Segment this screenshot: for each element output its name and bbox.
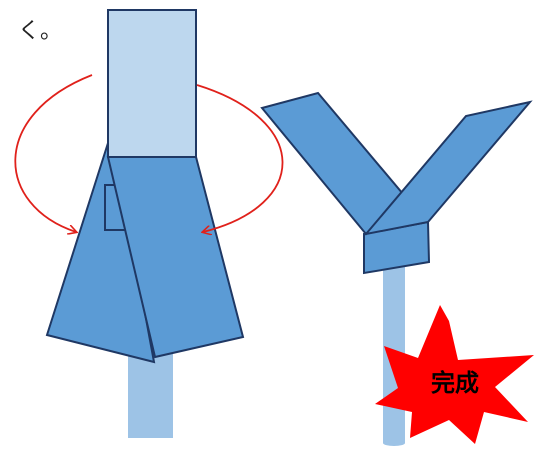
paper-top-rect [107, 9, 197, 158]
stick-bottom-cap [383, 440, 405, 446]
curved-arrow-icon [196, 84, 284, 232]
windmill-right-blade [363, 100, 533, 236]
right-figure: 完成 [260, 91, 534, 446]
completed-label: 完成 [431, 369, 479, 397]
left-figure [14, 9, 284, 438]
starburst-icon [375, 305, 534, 444]
caption-text: く。 [18, 19, 62, 44]
curved-arrow-icon [14, 74, 93, 232]
